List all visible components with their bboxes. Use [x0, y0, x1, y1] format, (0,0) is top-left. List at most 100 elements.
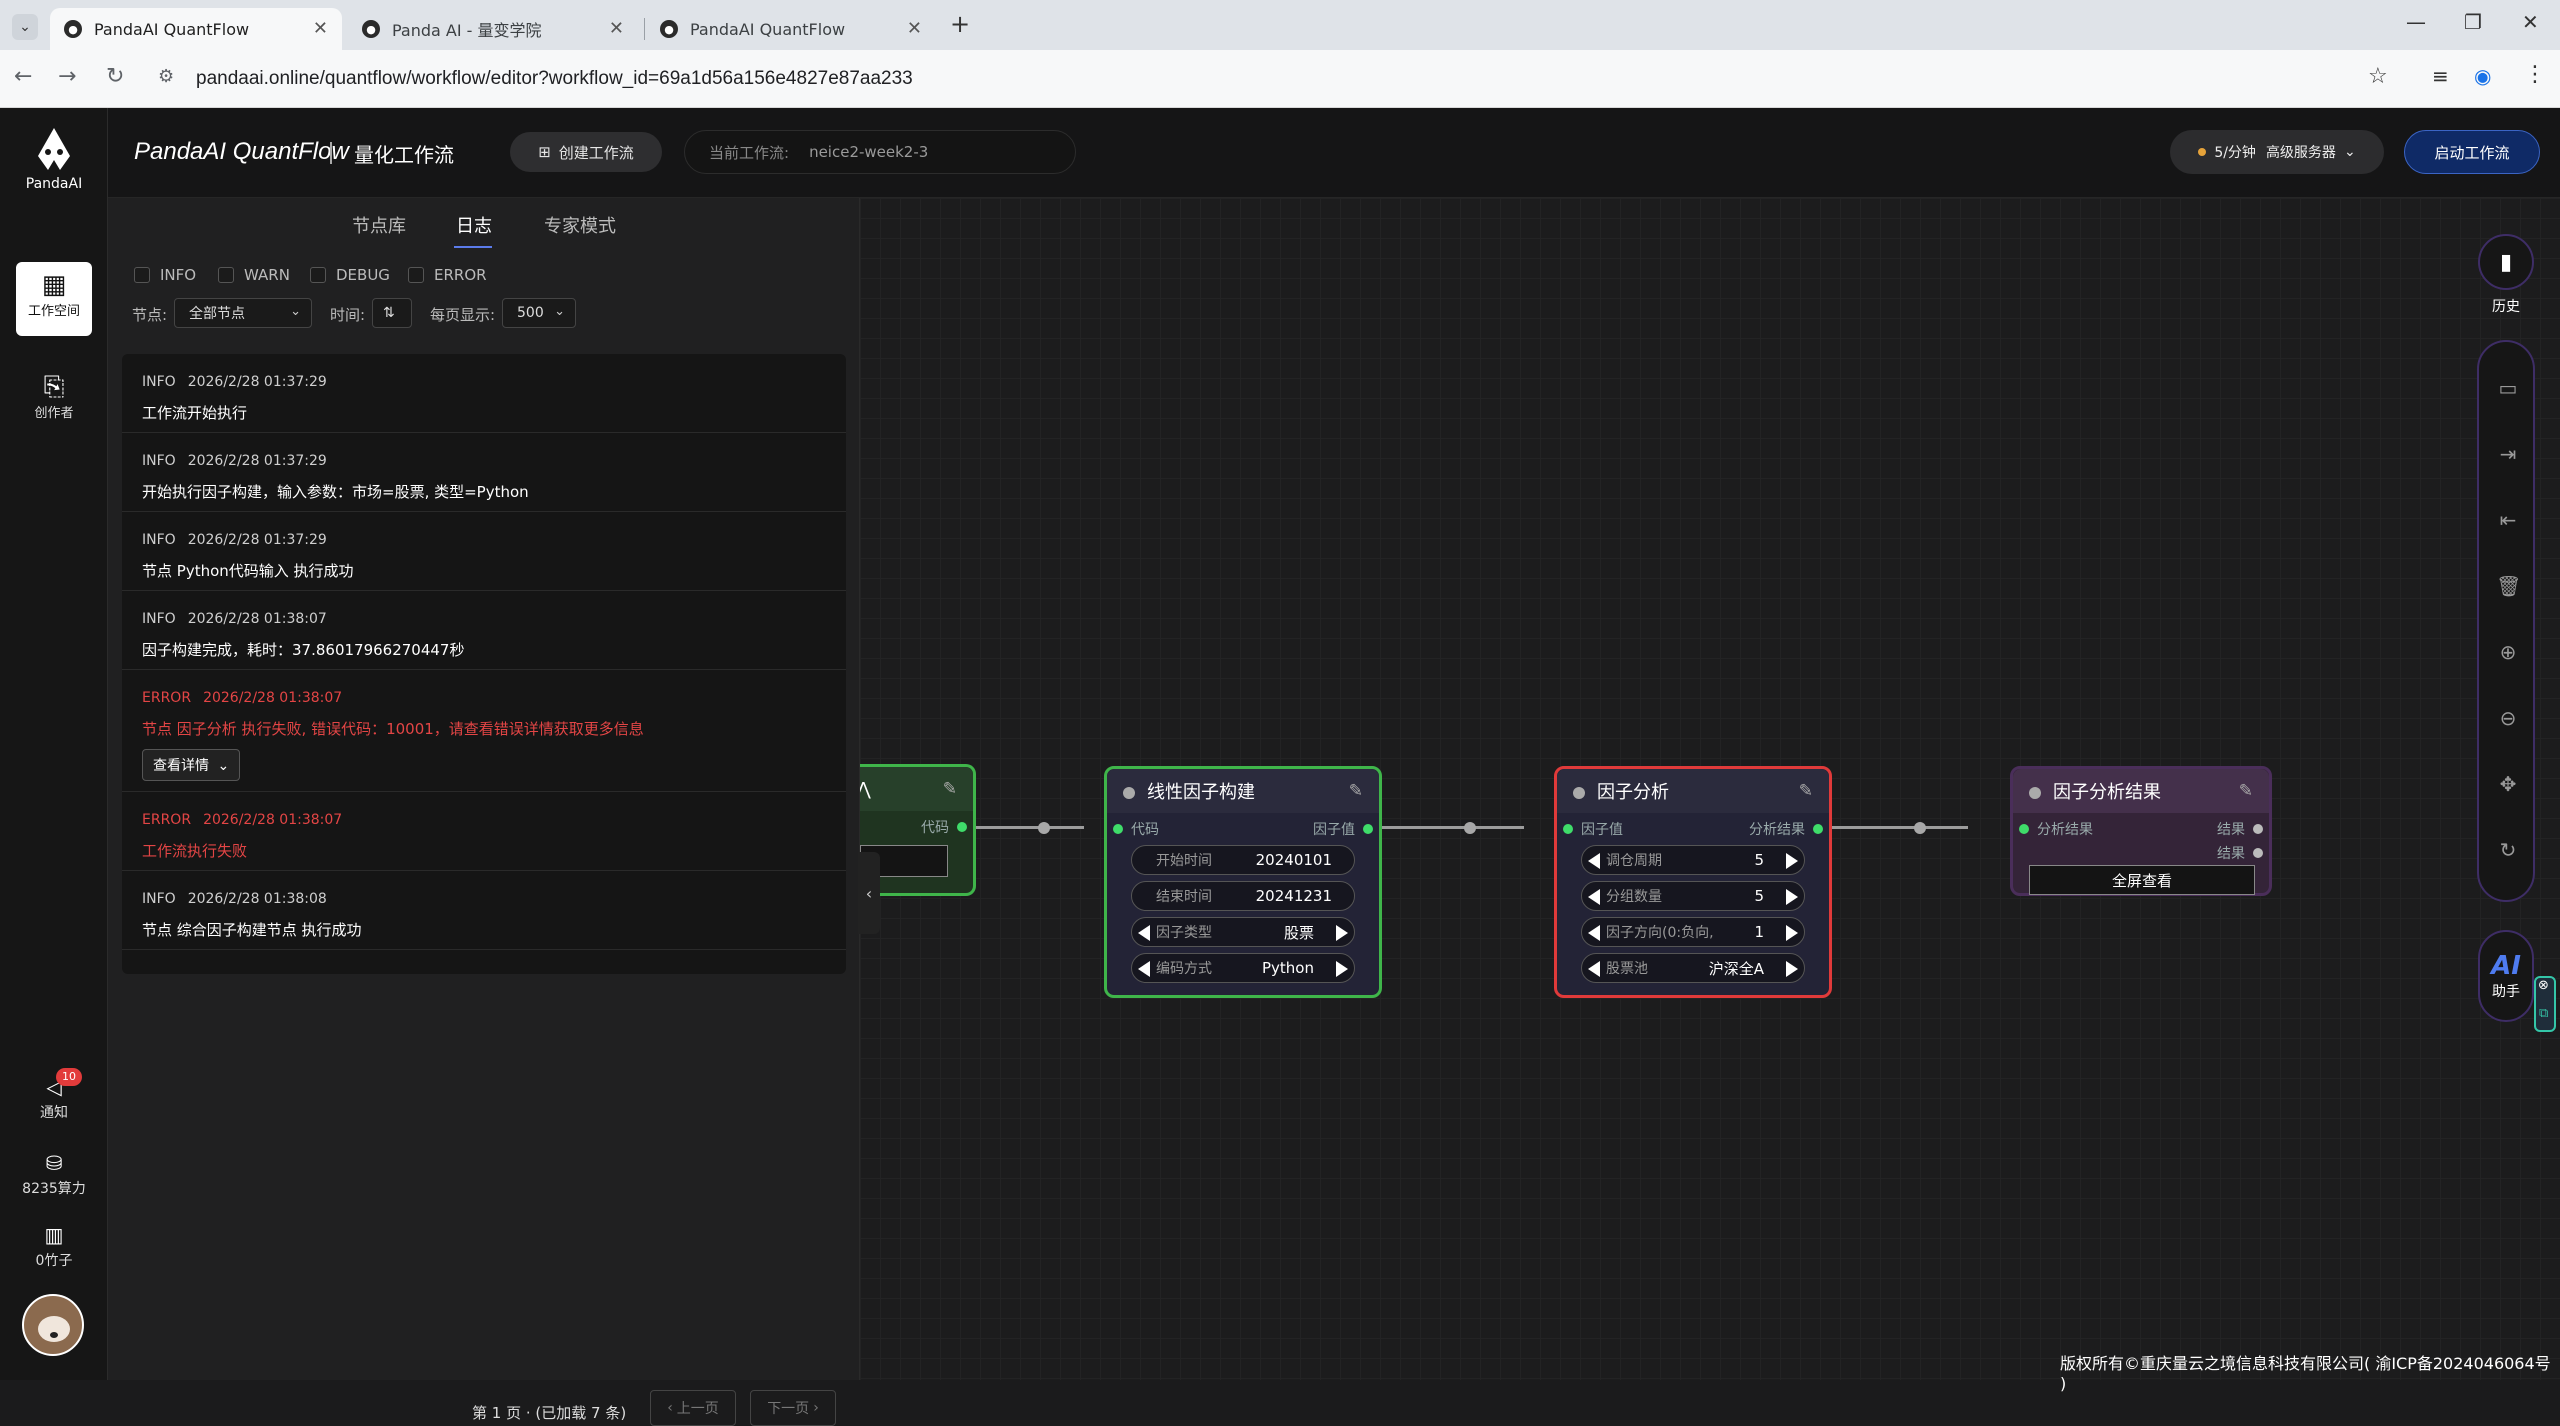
zoom-out-icon[interactable]: ⊖: [2499, 706, 2517, 730]
avatar[interactable]: [22, 1294, 84, 1356]
copy-icon[interactable]: ⧉: [2539, 1006, 2549, 1021]
edit-icon[interactable]: ✎: [2238, 781, 2253, 801]
arrow-left-icon[interactable]: [1588, 889, 1600, 905]
arrow-right-icon[interactable]: [1336, 925, 1348, 941]
tab-expert-mode[interactable]: 专家模式: [544, 216, 616, 237]
refresh-icon[interactable]: ↻: [2499, 838, 2517, 862]
browser-tab-3[interactable]: ● PandaAI QuantFlow ✕: [646, 8, 936, 50]
output-port[interactable]: [2253, 848, 2263, 858]
sidebar-item-compute[interactable]: ⛁ 8235算力: [16, 1148, 92, 1198]
import-icon[interactable]: ⇤: [2499, 508, 2517, 532]
field-stock-pool[interactable]: 股票池 沪深全A: [1581, 953, 1805, 983]
arrow-left-icon[interactable]: [1588, 853, 1600, 869]
new-tab-icon[interactable]: +: [950, 10, 971, 38]
edit-icon[interactable]: ✎: [1798, 781, 1813, 801]
edit-icon[interactable]: ✎: [1348, 781, 1363, 801]
sidebar-item-workspace[interactable]: ▦ 工作空间: [16, 262, 92, 336]
wire-midpoint[interactable]: [1464, 822, 1476, 834]
menu-icon[interactable]: ⋮: [2524, 62, 2546, 87]
sidebar-item-notify[interactable]: ◁ 10 通知: [16, 1068, 92, 1122]
fit-view-icon[interactable]: ✥: [2499, 772, 2517, 796]
page-size-select[interactable]: 500 ⌄: [502, 298, 576, 328]
panel-collapse-handle[interactable]: ‹: [858, 852, 880, 934]
arrow-left-icon[interactable]: [1588, 961, 1600, 977]
sidebar-item-bamboo[interactable]: ▥ 0竹子: [16, 1220, 92, 1270]
save-icon[interactable]: ▭: [2498, 376, 2518, 400]
node-factor-analysis[interactable]: 因子分析 ✎ 因子值 分析结果 调仓周期 5 分组数量 5: [1554, 766, 1832, 998]
close-tab-icon[interactable]: ✕: [608, 18, 624, 39]
filter-error[interactable]: ERROR: [408, 266, 487, 284]
input-port[interactable]: [2019, 824, 2029, 834]
field-start-date[interactable]: 开始时间 20240101: [1131, 845, 1355, 875]
filter-debug[interactable]: DEBUG: [310, 266, 390, 284]
field-factor-direction[interactable]: 因子方向(0:负向, 1: [1581, 917, 1805, 947]
field-factor-type[interactable]: 因子类型 股票: [1131, 917, 1355, 947]
ai-side-tab[interactable]: ⊗ ⧉: [2534, 976, 2556, 1032]
ai-assistant-button[interactable]: AI 助手: [2478, 930, 2534, 1022]
node-python-input[interactable]: ⋀ ✎ 代码: [856, 764, 976, 896]
checkbox-icon[interactable]: [134, 267, 150, 283]
input-port[interactable]: [1563, 824, 1573, 834]
input-port[interactable]: [1113, 824, 1123, 834]
output-port[interactable]: [2253, 824, 2263, 834]
filter-info[interactable]: INFO: [134, 266, 196, 284]
tab-logs[interactable]: 日志: [456, 216, 492, 237]
sidebar-item-creator[interactable]: ⎘ 创作者: [16, 372, 92, 421]
close-tab-icon[interactable]: ✕: [906, 18, 922, 39]
checkbox-icon[interactable]: [408, 267, 424, 283]
history-button[interactable]: ▮: [2478, 234, 2534, 290]
wire-midpoint[interactable]: [1914, 822, 1926, 834]
tab-node-library[interactable]: 节点库: [352, 216, 406, 237]
next-page-button[interactable]: 下一页 ›: [750, 1390, 836, 1426]
create-workflow-button[interactable]: ⊞ 创建工作流: [510, 132, 662, 172]
arrow-right-icon[interactable]: [1786, 925, 1798, 941]
media-icon[interactable]: ≡: [2432, 64, 2449, 88]
wire-midpoint[interactable]: [1038, 822, 1050, 834]
reload-icon[interactable]: ↻: [106, 64, 125, 89]
output-port[interactable]: [957, 822, 967, 832]
server-select-button[interactable]: 5/分钟 高级服务器 ⌄: [2170, 130, 2384, 174]
node-factor-result[interactable]: 因子分析结果 ✎ 分析结果 结果 结果 全屏查看: [2010, 766, 2272, 896]
node-filter-select[interactable]: 全部节点 ⌄: [174, 298, 312, 328]
export-icon[interactable]: ⇥: [2499, 442, 2517, 466]
filter-warn[interactable]: WARN: [218, 266, 290, 284]
field-group-count[interactable]: 分组数量 5: [1581, 881, 1805, 911]
start-workflow-button[interactable]: 启动工作流: [2404, 130, 2540, 174]
time-sort-button[interactable]: ⇅: [372, 298, 412, 328]
browser-tab-2[interactable]: ● Panda AI - 量变学院 ✕: [348, 8, 638, 50]
arrow-right-icon[interactable]: [1786, 889, 1798, 905]
field-encoding[interactable]: 编码方式 Python: [1131, 953, 1355, 983]
trash-icon[interactable]: 🗑: [2496, 574, 2522, 598]
back-icon[interactable]: ←: [14, 64, 33, 89]
current-workflow-field[interactable]: 当前工作流: neice2-week2-3: [684, 130, 1076, 174]
close-tab-icon[interactable]: ✕: [312, 18, 328, 39]
arrow-right-icon[interactable]: [1786, 853, 1798, 869]
fullscreen-view-button[interactable]: 全屏查看: [2029, 865, 2255, 895]
arrow-right-icon[interactable]: [1786, 961, 1798, 977]
arrow-left-icon[interactable]: [1138, 925, 1150, 941]
zoom-in-icon[interactable]: ⊕: [2499, 640, 2517, 664]
window-close-icon[interactable]: ✕: [2522, 10, 2539, 34]
panda-logo[interactable]: PandaAI: [22, 126, 86, 192]
workflow-canvas[interactable]: ⋀ ✎ 代码 线性因子构建 ✎ 代码 因子值 开始时间: [856, 198, 2560, 1380]
arrow-right-icon[interactable]: [1336, 961, 1348, 977]
field-rebalance-period[interactable]: 调仓周期 5: [1581, 845, 1805, 875]
close-icon[interactable]: ⊗: [2538, 978, 2549, 993]
profile-icon[interactable]: ◉: [2474, 64, 2492, 88]
site-info-icon[interactable]: ⚙: [158, 66, 175, 87]
node-linear-factor[interactable]: 线性因子构建 ✎ 代码 因子值 开始时间 20240101 结束时间 20241…: [1104, 766, 1382, 998]
browser-tab-1[interactable]: ● PandaAI QuantFlow ✕: [50, 8, 342, 50]
view-details-button[interactable]: 查看详情 ⌄: [142, 749, 241, 781]
minimize-icon[interactable]: —: [2406, 10, 2426, 34]
output-port[interactable]: [1363, 824, 1373, 834]
url-field[interactable]: pandaai.online/quantflow/workflow/editor…: [196, 60, 2396, 98]
arrow-left-icon[interactable]: [1138, 961, 1150, 977]
output-port[interactable]: [1813, 824, 1823, 834]
forward-icon[interactable]: →: [58, 64, 77, 89]
checkbox-icon[interactable]: [218, 267, 234, 283]
tab-search-icon[interactable]: ⌄: [12, 14, 38, 40]
field-end-date[interactable]: 结束时间 20241231: [1131, 881, 1355, 911]
prev-page-button[interactable]: ‹ 上一页: [650, 1390, 736, 1426]
arrow-left-icon[interactable]: [1588, 925, 1600, 941]
bookmark-star-icon[interactable]: ☆: [2368, 64, 2388, 89]
